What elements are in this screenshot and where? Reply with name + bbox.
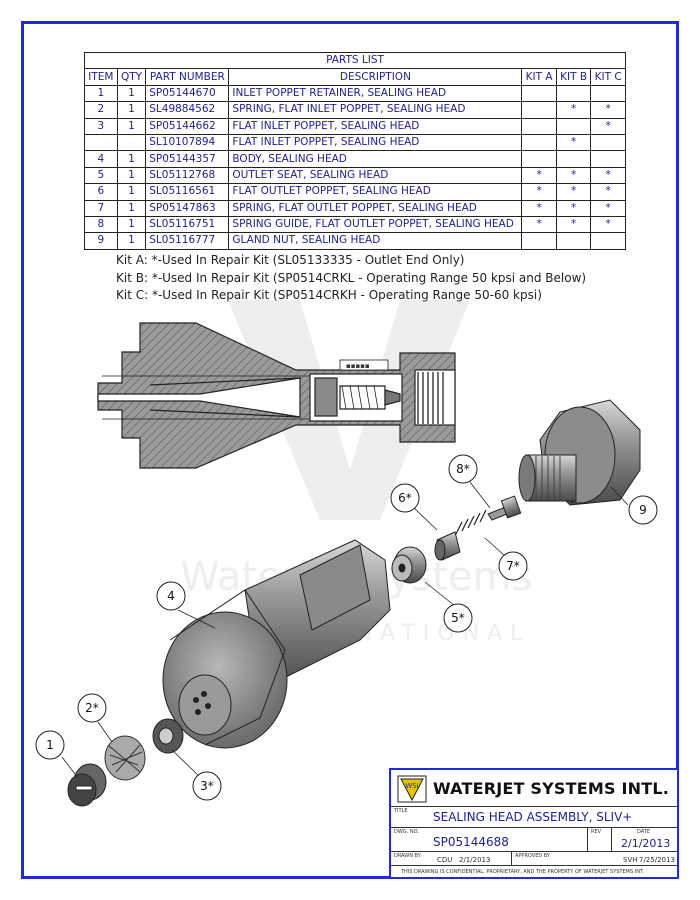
- callout-label: 2*: [85, 701, 99, 715]
- drawn-by-label: DRAWN BY: [394, 853, 421, 859]
- table-cell: SPRING, FLAT INLET POPPET, SEALING HEAD: [228, 101, 523, 119]
- company-name: WATERJET SYSTEMS INTL.: [433, 779, 670, 798]
- table-cell: SP05144662: [145, 117, 230, 135]
- callout-label: 7*: [506, 559, 520, 573]
- callout-label: 6*: [398, 491, 412, 505]
- part-9-gland-nut: [518, 399, 641, 506]
- column-header: ITEM: [84, 68, 118, 86]
- part-2-spring: [104, 735, 146, 781]
- callout-label: 4: [167, 589, 175, 603]
- drawing-title: SEALING HEAD ASSEMBLY, SLIV+: [433, 810, 633, 824]
- table-cell: 9: [84, 232, 118, 250]
- drawn-by: CDU: [437, 856, 453, 864]
- callout-2: 2*: [77, 693, 107, 723]
- date-label: DATE: [637, 829, 651, 835]
- approved-date: 7/25/2013: [639, 856, 675, 864]
- table-cell: GLAND NUT, SEALING HEAD: [228, 232, 523, 250]
- table-cell: [590, 232, 626, 250]
- callout-9: 9: [628, 495, 658, 525]
- table-cell: SP05147863: [145, 199, 230, 217]
- drawing-border: [21, 21, 679, 879]
- callout-label: 1: [46, 738, 54, 752]
- callout-4: 4: [156, 581, 186, 611]
- kit-note-b: Kit B: *-Used In Repair Kit (SP0514CRKL …: [116, 270, 587, 285]
- callout-label: 8*: [456, 462, 470, 476]
- part-6-outlet-poppet: [434, 531, 461, 561]
- leader-lines: [61, 481, 629, 779]
- table-cell: SP05144357: [145, 150, 230, 168]
- table-cell: [555, 232, 592, 250]
- column-header: DESCRIPTION: [228, 68, 523, 86]
- callout-label: 3*: [200, 779, 214, 793]
- callout-7: 7*: [498, 551, 528, 581]
- drawn-date: 2/1/2013: [459, 856, 491, 864]
- table-cell: *: [590, 183, 626, 201]
- kit-notes: Kit A: *-Used In Repair Kit (SL05133335 …: [116, 252, 586, 305]
- svg-text:▪▪▪▪▪: ▪▪▪▪▪: [346, 362, 370, 370]
- callout-label: 5*: [451, 611, 465, 625]
- table-cell: SPRING GUIDE, FLAT OUTLET POPPET, SEALIN…: [228, 215, 523, 234]
- callout-3: 3*: [192, 771, 222, 801]
- title-block: WSI WATERJET SYSTEMS INTL. TITLE SEALING…: [389, 768, 679, 879]
- callout-1: 1: [35, 730, 65, 760]
- part-3-inlet-poppet: [152, 718, 184, 754]
- part-7-spring: [455, 509, 487, 535]
- date-value: 2/1/2013: [621, 837, 671, 850]
- table-cell: SL05112768: [145, 166, 230, 185]
- callout-6: 6*: [390, 483, 420, 513]
- table-cell: FLAT INLET POPPET, SEALING HEAD: [228, 133, 523, 152]
- part-4-body: [162, 539, 391, 749]
- dwg-no-label: DWG. NO.: [394, 829, 419, 835]
- confidential-notice: THIS DRAWING IS CONFIDENTIAL, PROPRIETAR…: [401, 869, 644, 875]
- table-cell: SL05116561: [145, 183, 230, 201]
- part-8-spring-guide: [487, 495, 522, 521]
- kit-note-c: Kit C: *-Used In Repair Kit (SP0514CRKH …: [116, 288, 542, 302]
- column-header: KIT A: [521, 68, 557, 86]
- part-5-outlet-seat: [391, 546, 427, 584]
- company-logo: WSI: [397, 775, 427, 803]
- logo-letters: WSI: [405, 782, 418, 790]
- title-label: TITLE: [394, 808, 408, 814]
- table-cell: INLET POPPET RETAINER, SEALING HEAD: [228, 84, 523, 103]
- part-1-retainer: [67, 763, 107, 807]
- callout-5: 5*: [443, 603, 473, 633]
- callout-8: 8*: [448, 454, 478, 484]
- dwg-no: SP05144688: [433, 835, 509, 849]
- rev-label: REV: [591, 829, 602, 835]
- cross-section-view: ▪▪▪▪▪: [97, 322, 456, 469]
- approved-by: SVH: [623, 856, 638, 864]
- approved-by-label: APPROVED BY: [515, 853, 551, 859]
- kit-note-a: Kit A: *-Used In Repair Kit (SL05133335 …: [116, 253, 465, 267]
- table-cell: SL05116777: [145, 232, 230, 250]
- table-cell: 2: [84, 101, 118, 119]
- callout-label: 9: [639, 503, 647, 517]
